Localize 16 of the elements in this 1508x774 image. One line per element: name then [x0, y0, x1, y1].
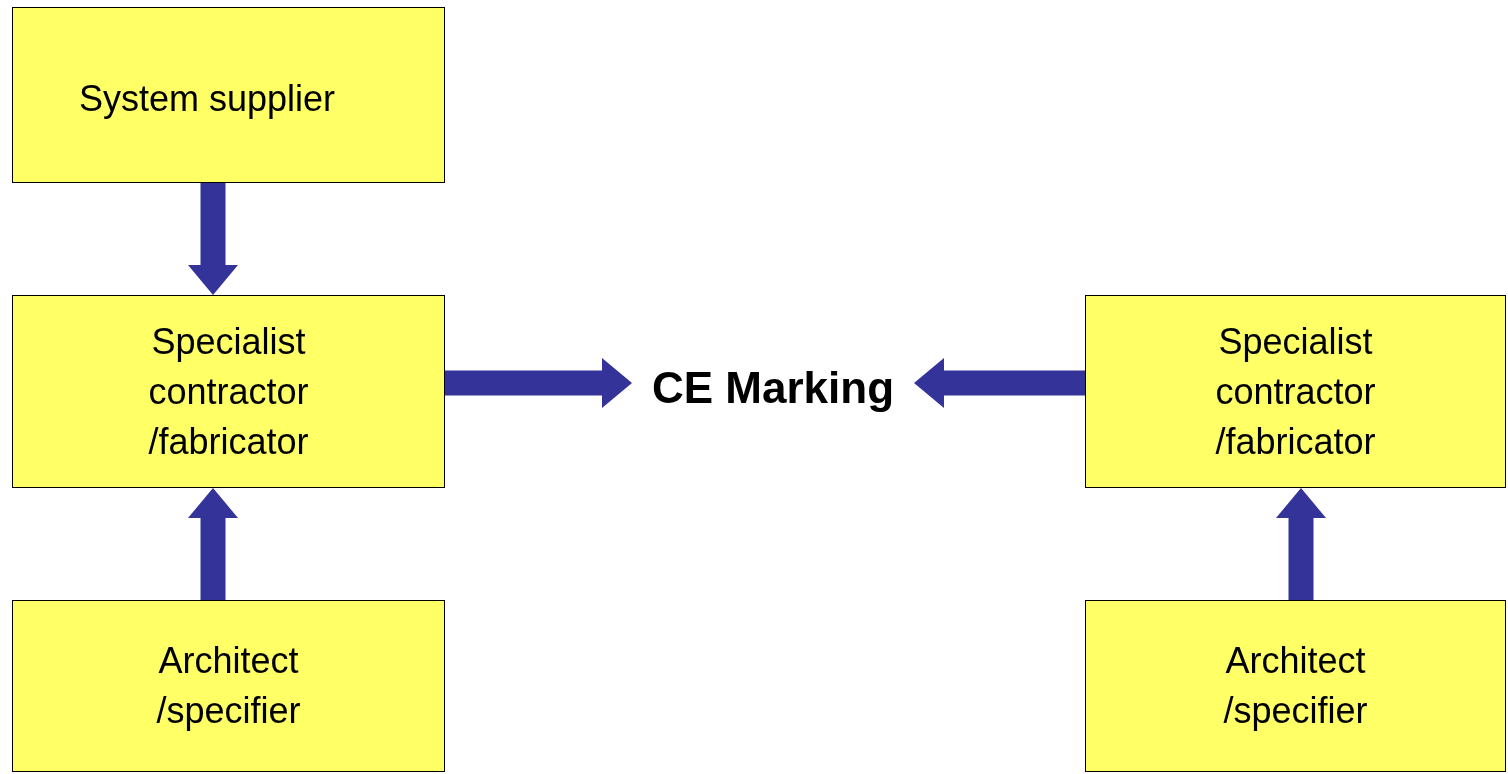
block-arrow [914, 358, 1085, 408]
heading-label: CE Marking [632, 360, 914, 416]
box-label: Specialist contractor /fabricator [147, 319, 310, 464]
block-arrow [1276, 488, 1326, 600]
role-box [1085, 600, 1506, 772]
box-label: Architect /specifier [1222, 639, 1369, 733]
role-box [12, 295, 445, 488]
box-label: Specialist contractor /fabricator [1214, 319, 1377, 464]
role-box [12, 7, 445, 183]
block-arrow [188, 488, 238, 600]
role-box [12, 600, 445, 772]
block-arrow [188, 183, 238, 295]
block-arrow [445, 358, 632, 408]
box-label: System supplier [79, 77, 337, 121]
role-box [1085, 295, 1506, 488]
box-label: Architect /specifier [155, 639, 302, 733]
